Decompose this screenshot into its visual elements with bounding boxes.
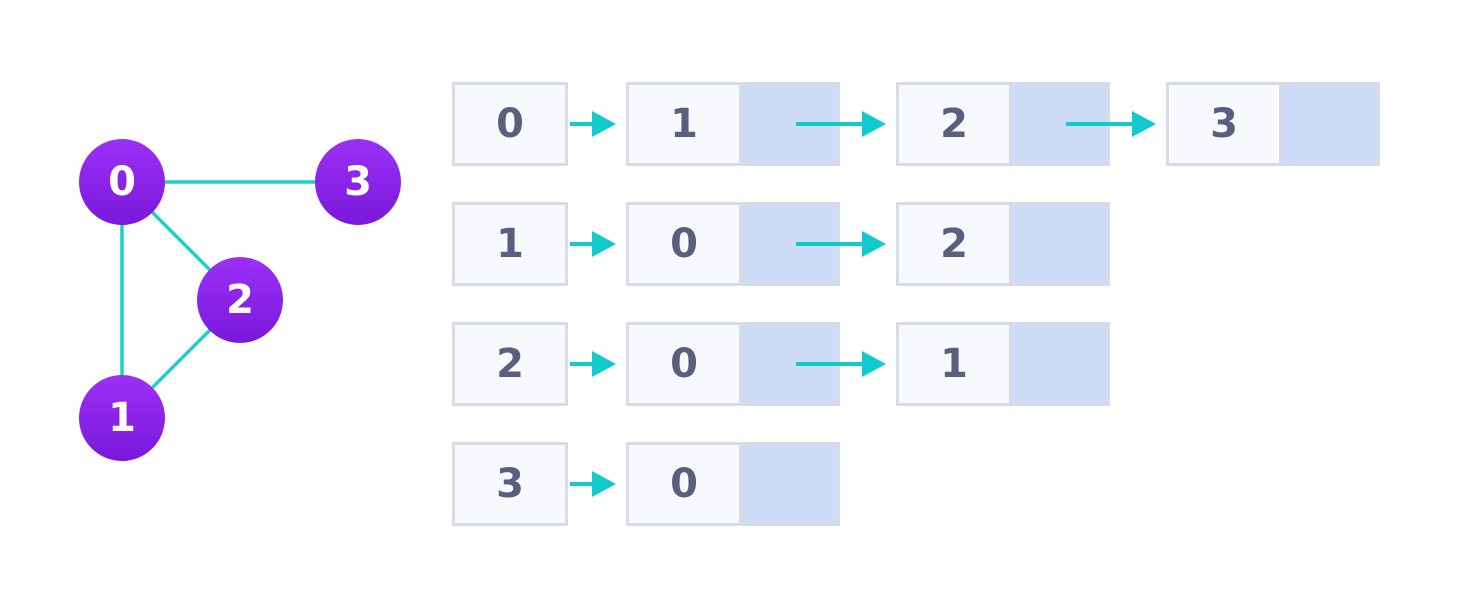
list-head-label: 1: [496, 221, 524, 267]
adjacency-row-0: 0 1 2 3: [452, 82, 1380, 166]
list-node-label: 1: [670, 101, 698, 147]
graph-node-label: 1: [108, 395, 136, 441]
list-node-label: 0: [670, 341, 698, 387]
graph-node-label: 2: [226, 277, 254, 323]
graph-node-label: 3: [344, 159, 372, 205]
arrow: [570, 111, 616, 137]
arrow: [570, 351, 616, 377]
arrow: [796, 231, 886, 257]
adjacency-row-1: 1 0 2: [452, 202, 1110, 286]
graph-node-3: 3: [315, 139, 401, 225]
list-head-cell: 3: [452, 442, 568, 526]
list-node: 2: [896, 202, 1110, 286]
graph-node-2: 2: [197, 257, 283, 343]
arrow: [1066, 111, 1156, 137]
list-head-label: 2: [496, 341, 524, 387]
list-node: 3: [1166, 82, 1380, 166]
graph-nodes: 0 1 2 3: [79, 139, 401, 461]
arrow: [570, 231, 616, 257]
list-node: 1: [896, 322, 1110, 406]
adjacency-row-2: 2 0 1: [452, 322, 1110, 406]
list-node-label: 0: [670, 221, 698, 267]
arrow: [570, 471, 616, 497]
list-node-label: 2: [940, 221, 968, 267]
graph: 0 1 2 3: [79, 139, 401, 461]
list-head-label: 0: [496, 101, 524, 147]
list-head-cell: 2: [452, 322, 568, 406]
list-head-label: 3: [496, 461, 524, 507]
graph-node-0: 0: [79, 139, 165, 225]
list-head-cell: 0: [452, 82, 568, 166]
list-node: 0: [626, 442, 840, 526]
list-node: 0: [626, 202, 840, 286]
list-node: 0: [626, 322, 840, 406]
list-node-label: 3: [1210, 101, 1238, 147]
list-node-label: 1: [940, 341, 968, 387]
graph-node-1: 1: [79, 375, 165, 461]
list-node-label: 2: [940, 101, 968, 147]
list-node: 1: [626, 82, 840, 166]
graph-node-label: 0: [108, 159, 136, 205]
list-node-label: 0: [670, 461, 698, 507]
arrow: [796, 351, 886, 377]
list-head-cell: 1: [452, 202, 568, 286]
arrow: [796, 111, 886, 137]
